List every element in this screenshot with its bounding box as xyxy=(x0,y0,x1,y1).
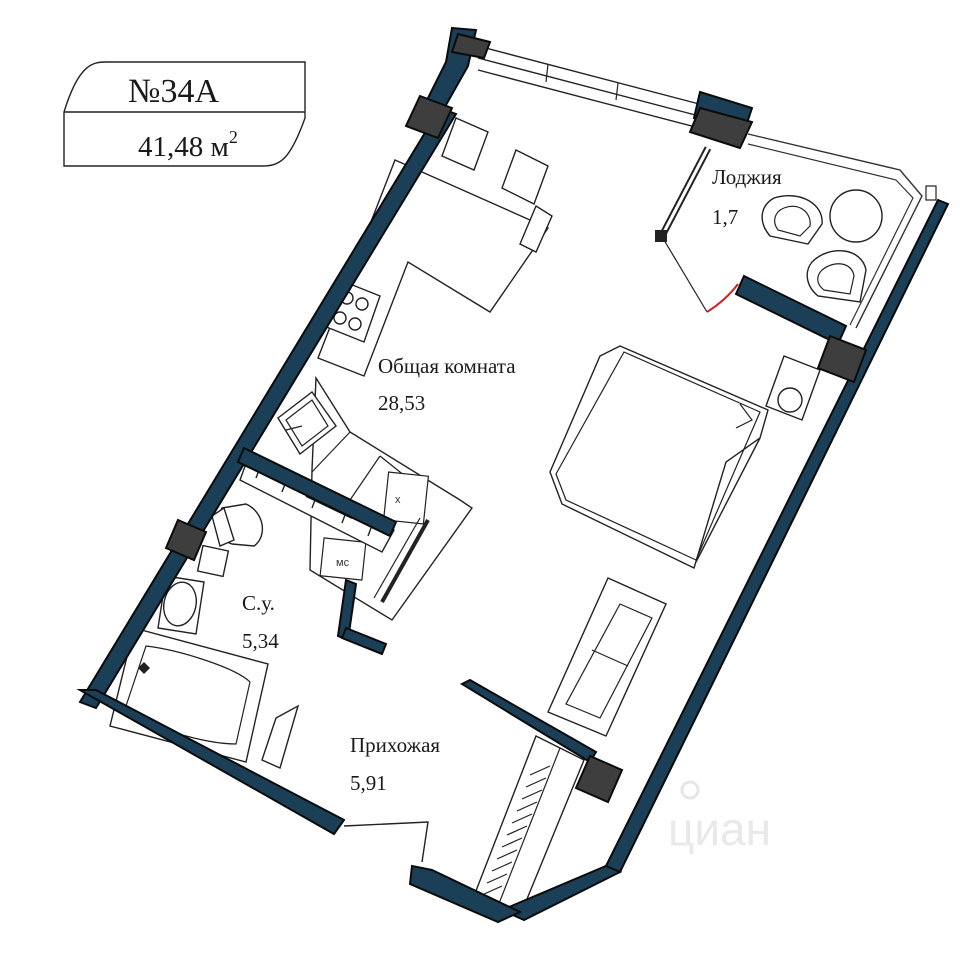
partition-wall-low xyxy=(340,626,388,656)
columns xyxy=(164,32,868,804)
kitchen-sink-icon xyxy=(277,391,337,456)
door-swing-arc xyxy=(706,283,739,313)
loggia-door xyxy=(655,146,739,313)
chair-icon xyxy=(441,117,489,171)
bathroom-area: 5,34 xyxy=(242,629,279,653)
partition-wall xyxy=(236,446,398,538)
column-top-small xyxy=(450,32,492,60)
living-room-area: 28,53 xyxy=(378,391,425,415)
column-right xyxy=(816,334,868,384)
fridge-mark: х xyxy=(395,494,401,506)
bathroom-name: С.у. xyxy=(242,591,275,615)
column-top xyxy=(688,106,754,150)
column-left xyxy=(164,518,208,562)
living-room-name: Общая комната xyxy=(378,354,516,378)
hallway-area: 5,91 xyxy=(350,771,387,795)
hallway-name: Прихожая xyxy=(350,733,440,757)
hallway-wardrobe xyxy=(473,735,585,917)
chair-icon xyxy=(806,249,867,303)
apartment-area: 41,48 м xyxy=(138,131,229,163)
bottom-entrance-wall xyxy=(408,864,523,924)
walls xyxy=(76,26,950,924)
chair-icon xyxy=(519,204,553,253)
badge-frame xyxy=(63,61,306,167)
washer-mark: мс xyxy=(336,557,350,569)
svg-text:41,48 м2: 41,48 м2 xyxy=(138,127,238,163)
apartment-number: №34А xyxy=(128,73,219,110)
hallway-wall xyxy=(459,678,598,764)
column-top-left xyxy=(404,94,454,140)
apartment-badge: №34А 41,48 м2 xyxy=(63,61,306,167)
loggia-name: Лоджия xyxy=(712,165,782,189)
entrance-door xyxy=(343,821,429,863)
bottom-left-wall xyxy=(76,689,346,836)
watermark: циан xyxy=(668,780,771,855)
nightstand-icon xyxy=(765,355,821,421)
chair-icon xyxy=(761,195,823,245)
loggia-area: 1,7 xyxy=(712,205,738,229)
right-lower-wall xyxy=(499,864,623,922)
chair-icon xyxy=(501,149,549,205)
bed-icon xyxy=(549,345,769,569)
sofa-icon xyxy=(547,577,667,737)
column-bottom-right xyxy=(574,754,624,804)
table-icon xyxy=(829,189,883,243)
loggia-glazing xyxy=(477,45,937,329)
loggia-furniture xyxy=(761,189,883,303)
bathroom-sink-icon xyxy=(157,575,205,635)
watermark-text: циан xyxy=(668,803,771,855)
sliding-door xyxy=(373,517,430,603)
area-unit-superscript: 2 xyxy=(229,127,238,147)
